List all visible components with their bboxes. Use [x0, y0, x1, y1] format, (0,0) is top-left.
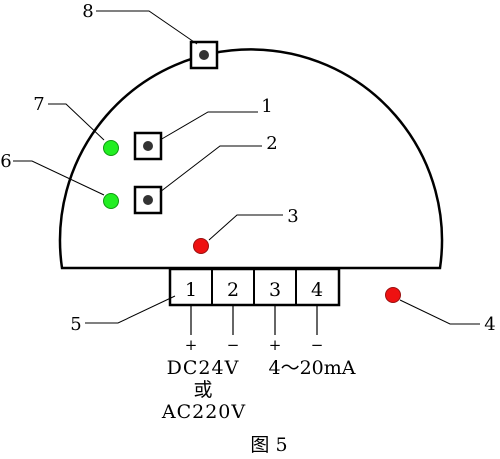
- leader-5: [85, 295, 176, 324]
- terminal-block: 1 2 3 4: [168, 267, 341, 307]
- callout-5: 5: [70, 314, 81, 335]
- leader-1: [159, 111, 258, 141]
- leader-3: [208, 214, 283, 241]
- led-green-7: [103, 140, 119, 156]
- power-label-ac220v: AC220V: [161, 401, 246, 423]
- signal-label-4-20ma: 4～20mA: [268, 357, 355, 379]
- leader-7: [48, 103, 105, 141]
- terminal-label-4: 4: [311, 279, 323, 301]
- callout-8: 8: [82, 1, 93, 22]
- leader-8: [96, 10, 198, 45]
- callout-4: 4: [484, 314, 495, 335]
- power-label-or: 或: [193, 379, 212, 401]
- figure-caption: 图 5: [250, 434, 287, 456]
- terminal-wires: [190, 305, 318, 335]
- terminal-label-2: 2: [227, 279, 239, 301]
- housing-outline: [58, 48, 444, 270]
- polarity-2: −: [227, 336, 240, 354]
- leader-lines: [13, 10, 480, 325]
- button-8: [189, 40, 219, 70]
- callout-1: 1: [261, 96, 272, 117]
- leader-2: [159, 145, 262, 193]
- callout-7: 7: [33, 94, 44, 115]
- power-label-dc24v: DC24V: [167, 357, 240, 379]
- polarity-3: +: [269, 336, 282, 354]
- button-1: [133, 131, 163, 161]
- led-green-6: [103, 193, 119, 209]
- callout-6: 6: [0, 151, 11, 172]
- led-red-4: [385, 287, 401, 303]
- polarity-4: −: [311, 336, 324, 354]
- led-red-3: [193, 238, 209, 254]
- terminal-polarity: + − + −: [185, 336, 324, 354]
- terminal-label-3: 3: [269, 279, 281, 301]
- leader-4: [399, 299, 480, 325]
- callout-2: 2: [266, 133, 277, 154]
- callout-3: 3: [287, 206, 298, 227]
- terminal-label-1: 1: [185, 279, 197, 301]
- button-2: [133, 185, 163, 215]
- leader-6: [13, 160, 105, 196]
- polarity-1: +: [185, 336, 198, 354]
